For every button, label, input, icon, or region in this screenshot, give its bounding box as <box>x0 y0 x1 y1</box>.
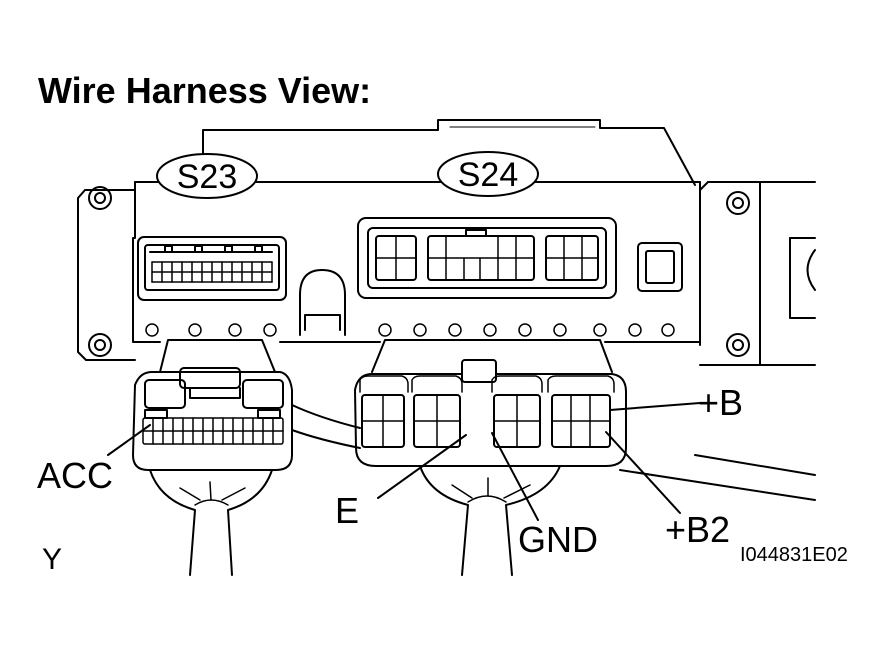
s23-label: S23 <box>177 158 238 196</box>
leader-acc <box>107 424 151 456</box>
callout-e: E <box>335 490 360 531</box>
s24-callout: S24 <box>437 151 539 197</box>
callout-b2: +B2 <box>665 509 731 550</box>
leader-b <box>609 402 701 411</box>
leader-lines <box>107 402 701 521</box>
s24-receptacle <box>357 217 617 299</box>
figure-id: I044831E02 <box>740 544 848 566</box>
diagram-title: Wire Harness View: <box>38 70 372 111</box>
leader-e <box>377 434 467 499</box>
leader-gnd <box>491 432 539 521</box>
callout-gnd: GND <box>518 519 598 560</box>
s23-callout: S23 <box>156 153 258 199</box>
s23-receptacle <box>137 236 287 301</box>
callout-acc: ACC <box>37 455 114 496</box>
ecu-top-housing <box>202 119 696 186</box>
leader-b2 <box>605 431 681 514</box>
square-cover <box>637 242 683 292</box>
latch-arch <box>299 269 346 336</box>
s24-plug <box>354 339 627 576</box>
mounting-holes <box>145 323 675 337</box>
acc-plug <box>132 339 361 576</box>
s24-label: S24 <box>458 156 519 194</box>
callout-b: +B <box>698 382 744 423</box>
view-mark: Y <box>42 543 63 576</box>
